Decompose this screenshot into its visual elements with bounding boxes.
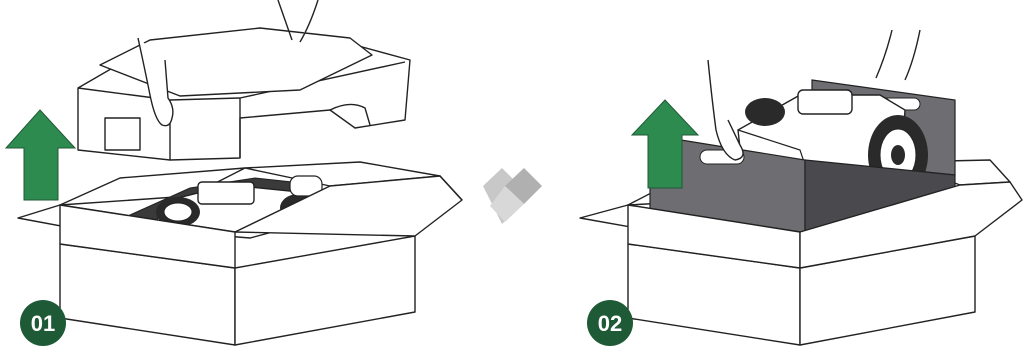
step-number-02: 02 [598,311,622,336]
cardboard-box [17,175,463,346]
hand-lifting [137,0,319,127]
foam-cover [77,27,411,161]
step-badge-02: 02 [587,300,633,346]
double-chevron-right-icon [483,168,542,224]
lift-up-arrow-icon [630,99,700,189]
cardboard-box [579,181,1023,346]
step-badge-01: 01 [20,300,66,346]
step-2-illustration: 02 [579,29,1023,346]
step-number-01: 01 [31,311,55,336]
step-1-illustration: 01 [4,0,463,346]
lift-up-arrow-icon [4,109,77,201]
hands-holding-tray [707,29,921,161]
